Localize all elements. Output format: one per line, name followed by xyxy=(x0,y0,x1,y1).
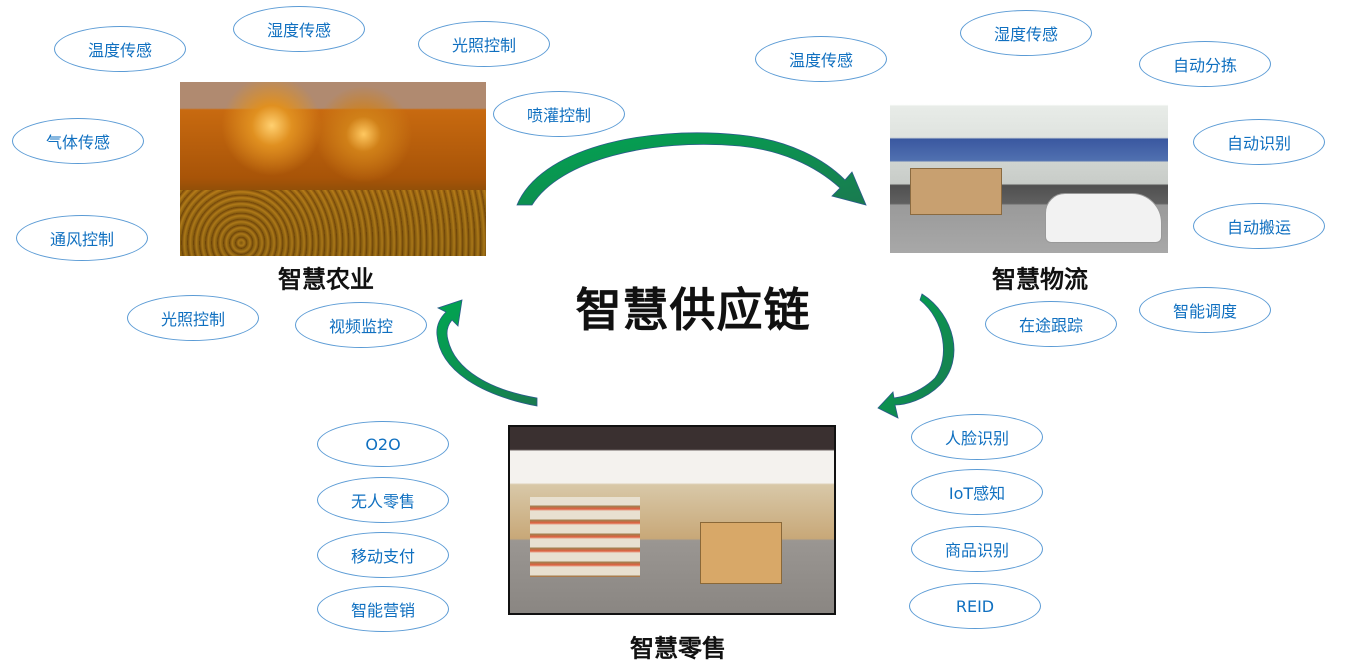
tag-unmanned-retail[interactable]: 无人零售 xyxy=(317,477,449,523)
tag-ventilation-control[interactable]: 通风控制 xyxy=(16,215,148,261)
greenhouse-image xyxy=(180,82,486,256)
tag-o2o[interactable]: O2O xyxy=(317,421,449,467)
tag-face-recognition[interactable]: 人脸识别 xyxy=(911,414,1043,460)
tag-mobile-payment[interactable]: 移动支付 xyxy=(317,532,449,578)
tag-video-monitoring[interactable]: 视频监控 xyxy=(295,302,427,348)
retail-store-image xyxy=(508,425,836,615)
tag-reid[interactable]: REID xyxy=(909,583,1041,629)
tag-temperature-sensing[interactable]: 温度传感 xyxy=(755,36,887,82)
tag-temperature-sensing[interactable]: 温度传感 xyxy=(54,26,186,72)
arrow-logistics-to-retail xyxy=(877,293,955,419)
tag-auto-sorting[interactable]: 自动分拣 xyxy=(1139,41,1271,87)
tag-humidity-sensing[interactable]: 湿度传感 xyxy=(233,6,365,52)
agriculture-title: 智慧农业 xyxy=(278,265,374,294)
main-title: 智慧供应链 xyxy=(575,283,811,337)
tag-product-recognition[interactable]: 商品识别 xyxy=(911,526,1043,572)
tag-auto-recognition[interactable]: 自动识别 xyxy=(1193,119,1325,165)
tag-irrigation-control[interactable]: 喷灌控制 xyxy=(493,91,625,137)
arrow-agri-to-logistics xyxy=(516,132,867,206)
retail-title: 智慧零售 xyxy=(630,634,726,663)
tag-iot-sensing[interactable]: IoT感知 xyxy=(911,469,1043,515)
logistics-title: 智慧物流 xyxy=(992,265,1088,294)
arrow-retail-to-agri xyxy=(436,299,538,407)
tag-smart-dispatch[interactable]: 智能调度 xyxy=(1139,287,1271,333)
tag-auto-handling[interactable]: 自动搬运 xyxy=(1193,203,1325,249)
warehouse-image xyxy=(890,88,1168,253)
tag-smart-marketing[interactable]: 智能营销 xyxy=(317,586,449,632)
tag-in-transit-tracking[interactable]: 在途跟踪 xyxy=(985,301,1117,347)
tag-gas-sensing[interactable]: 气体传感 xyxy=(12,118,144,164)
tag-light-control[interactable]: 光照控制 xyxy=(418,21,550,67)
tag-light-control-2[interactable]: 光照控制 xyxy=(127,295,259,341)
tag-humidity-sensing[interactable]: 湿度传感 xyxy=(960,10,1092,56)
